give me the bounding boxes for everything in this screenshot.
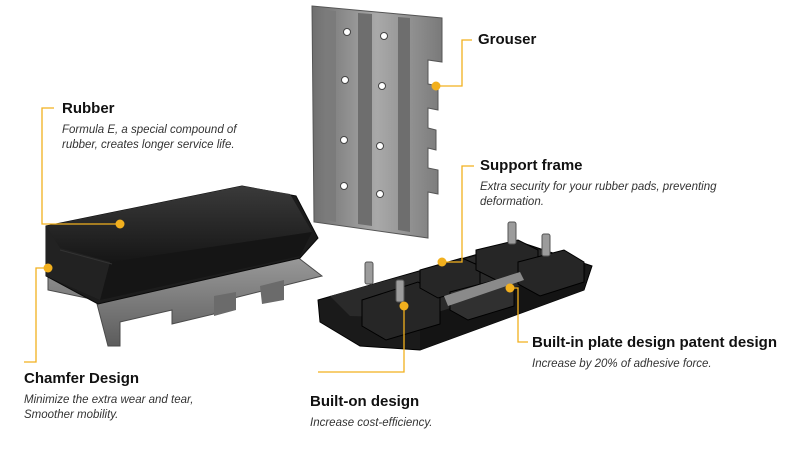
grouser-plate <box>311 5 443 239</box>
callout-chamfer: Chamfer Design Minimize the extra wear a… <box>24 370 193 423</box>
rubber-pad <box>45 185 324 347</box>
callout-plate-design: Built-in plate design patent design Incr… <box>532 334 777 372</box>
callout-title: Built-on design <box>310 393 420 410</box>
callout-title: Built-in plate design patent design <box>532 334 778 351</box>
callout-description: Formula E, a special compound of rubber,… <box>62 124 237 151</box>
callout-description: Minimize the extra wear and tear, Smooth… <box>24 394 194 421</box>
callout-support-frame: Support frame Extra security for your ru… <box>480 157 717 210</box>
callout-title: Chamfer Design <box>24 370 140 387</box>
callout-title: Support frame <box>480 157 583 174</box>
callout-built-on: Built-on design Increase cost-efficiency… <box>310 393 433 431</box>
callout-rubber: Rubber Formula E, a special compound of … <box>62 100 237 153</box>
callout-grouser: Grouser <box>478 31 536 49</box>
callout-description: Increase by 20% of adhesive force. <box>532 358 712 370</box>
support-frame-pad <box>317 221 593 351</box>
callout-title: Rubber <box>62 100 115 117</box>
leader-dots <box>43 81 515 311</box>
callout-title: Grouser <box>478 31 537 48</box>
callout-description: Increase cost-efficiency. <box>310 417 433 429</box>
callout-description: Extra security for your rubber pads, pre… <box>480 181 717 208</box>
grouser-holes <box>340 28 388 198</box>
bolts <box>364 221 551 303</box>
